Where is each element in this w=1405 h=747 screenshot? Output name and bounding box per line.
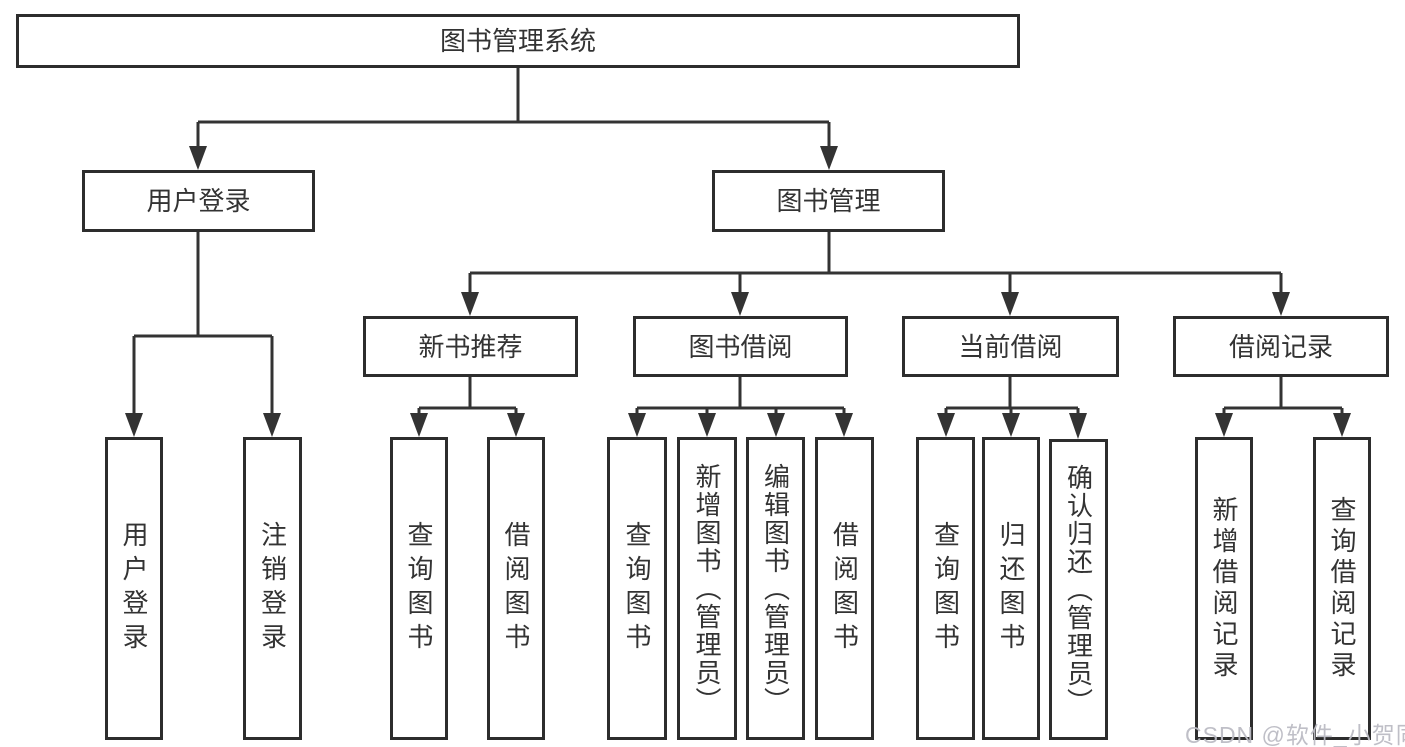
connector-user-login-branch	[125, 232, 281, 437]
leaf-query-books-newbooks: 查询图书	[390, 437, 448, 740]
csdn-watermark: CSDN @软件_小贺同学	[1185, 722, 1405, 747]
node-book-management: 图书管理	[712, 170, 945, 232]
leaf-user-login-label: 用户登录	[119, 520, 149, 657]
leaf-return-books-label: 归还图书	[996, 520, 1026, 657]
leaf-logout: 注销登录	[243, 437, 302, 740]
leaf-borrow-books-newbooks-label: 借阅图书	[501, 520, 531, 657]
leaf-borrow-books-borrowing: 借阅图书	[815, 437, 874, 740]
leaf-confirm-return-admin-label: 确认归还（管理员）	[1063, 463, 1094, 716]
node-book-borrowing: 图书借阅	[633, 316, 848, 377]
connector-book-borrow-children	[628, 377, 853, 437]
leaf-logout-label: 注销登录	[257, 520, 288, 657]
connector-new-books-children	[410, 377, 525, 437]
node-new-book-recommend: 新书推荐	[363, 316, 578, 377]
leaf-query-books-current: 查询图书	[916, 437, 975, 740]
leaf-add-books-admin: 新增图书（管理员）	[677, 437, 737, 740]
node-root: 图书管理系统	[16, 14, 1020, 68]
connector-borrow-records-children	[1215, 377, 1351, 437]
node-borrow-records: 借阅记录	[1173, 316, 1389, 377]
leaf-confirm-return-admin: 确认归还（管理员）	[1049, 439, 1108, 740]
leaf-query-books-current-label: 查询图书	[930, 520, 961, 657]
leaf-add-books-admin-label: 新增图书（管理员）	[692, 462, 722, 715]
leaf-user-login: 用户登录	[105, 437, 163, 740]
connector-current-borrow-children	[937, 377, 1087, 439]
leaf-add-borrow-record: 新增借阅记录	[1195, 437, 1253, 740]
node-user-login: 用户登录	[82, 170, 315, 232]
leaf-edit-books-admin: 编辑图书（管理员）	[746, 437, 805, 740]
leaf-query-books-borrowing-label: 查询图书	[622, 520, 652, 657]
leaf-query-books-borrowing: 查询图书	[607, 437, 667, 740]
leaf-add-borrow-record-label: 新增借阅记录	[1209, 495, 1239, 682]
leaf-borrow-books-borrowing-label: 借阅图书	[829, 520, 860, 657]
leaf-borrow-books-newbooks: 借阅图书	[487, 437, 545, 740]
leaf-query-books-newbooks-label: 查询图书	[404, 520, 434, 657]
leaf-query-borrow-record-label: 查询借阅记录	[1327, 495, 1357, 682]
connector-book-mgmt-branch	[461, 232, 1290, 316]
leaf-query-borrow-record: 查询借阅记录	[1313, 437, 1371, 740]
node-current-borrowing: 当前借阅	[902, 316, 1119, 377]
leaf-edit-books-admin-label: 编辑图书（管理员）	[760, 462, 791, 715]
connector-root-to-level2	[189, 68, 838, 170]
leaf-return-books: 归还图书	[982, 437, 1040, 740]
